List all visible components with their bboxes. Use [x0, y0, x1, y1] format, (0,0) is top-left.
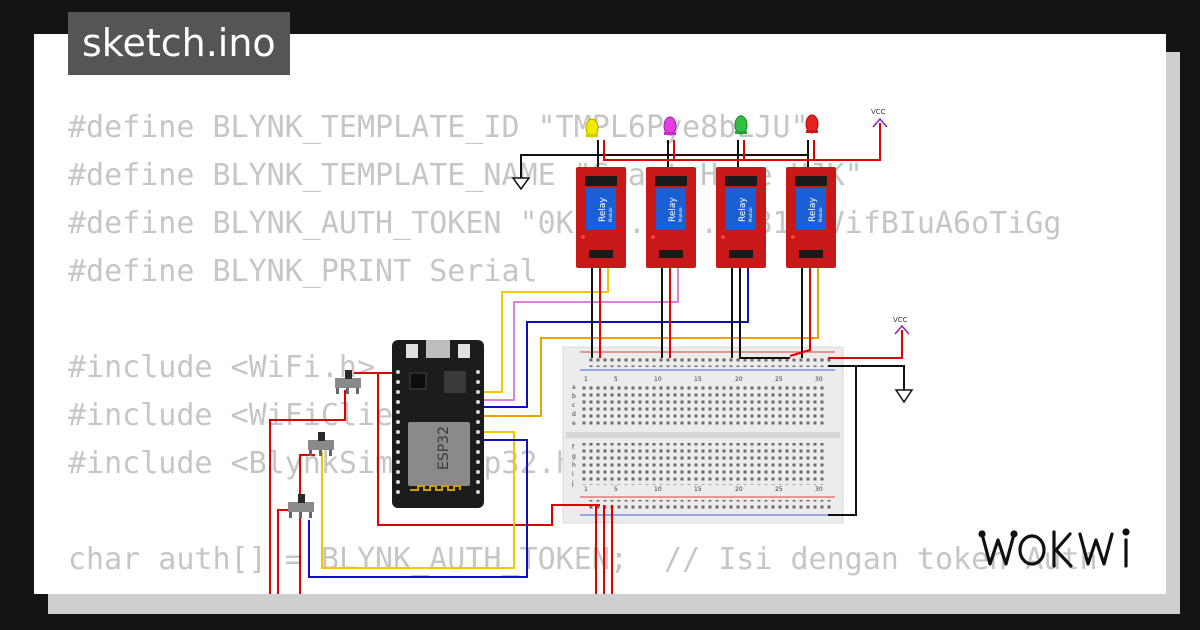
bb-row-j: j	[571, 480, 574, 487]
bb-row-a: a	[572, 384, 576, 391]
relay-module-2[interactable]: Relay Module	[646, 167, 696, 268]
relay-module-1[interactable]: Relay Module	[576, 167, 626, 268]
bb-col-5: 5	[614, 376, 618, 383]
bb-col-25: 25	[775, 376, 783, 383]
led-yellow[interactable]	[585, 118, 599, 138]
vcc-label-top: VCC	[871, 108, 886, 116]
breadboard[interactable]: 1 5 10 15 20 25 30 1 5 10 15 20 25 30 a …	[562, 346, 844, 524]
code-line: #define BLYNK_PRINT Serial	[68, 254, 538, 289]
ground-icon	[894, 389, 914, 404]
relay-sublabel: Module	[608, 207, 613, 222]
vcc-marker-top: VCC	[871, 108, 888, 128]
bb-col-30: 30	[815, 376, 823, 383]
bb-row-g: g	[572, 453, 576, 460]
bb-row-i: i	[572, 471, 574, 478]
relay-label: Relay	[668, 197, 678, 222]
relay-label: Relay	[598, 197, 608, 222]
led-red[interactable]	[805, 114, 819, 134]
ground-icon	[511, 177, 531, 191]
bb-col-1-bottom: 1	[584, 486, 588, 493]
bb-col-10: 10	[654, 376, 662, 383]
wokwi-logo	[978, 528, 1130, 568]
esp32-chip-label: ESP32	[436, 426, 452, 470]
wires	[269, 123, 905, 594]
bb-col-20: 20	[735, 376, 743, 383]
slide-switch-1[interactable]	[335, 370, 361, 394]
relay-sublabel: Module	[748, 207, 753, 222]
bb-row-b: b	[572, 393, 576, 400]
vcc-label-breadboard: VCC	[893, 316, 908, 324]
relay-module-4[interactable]: Relay Module	[786, 167, 836, 268]
led-green[interactable]	[734, 115, 748, 135]
bb-col-30-bottom: 30	[815, 486, 823, 493]
relay-label: Relay	[808, 197, 818, 222]
relay-label: Relay	[738, 197, 748, 222]
relay-sublabel: Module	[818, 207, 823, 222]
bb-row-e: e	[572, 420, 576, 427]
relay-sublabel: Module	[678, 207, 683, 222]
bb-row-h: h	[572, 462, 576, 469]
code-line: char ssid[] = "Wokwi-GUEST"; // Isi deng…	[68, 584, 1098, 594]
relay-module-3[interactable]: Relay Module	[716, 167, 766, 268]
bb-row-c: c	[572, 402, 575, 409]
bb-col-10-bottom: 10	[654, 486, 662, 493]
code-line: char auth[] = BLYNK_AUTH_TOKEN; // Isi d…	[68, 542, 1098, 577]
slide-switch-2[interactable]	[308, 432, 334, 456]
bb-row-d: d	[572, 411, 576, 418]
bb-col-15-bottom: 15	[694, 486, 702, 493]
bb-col-15: 15	[694, 376, 702, 383]
bb-col-25-bottom: 25	[775, 486, 783, 493]
file-title: sketch.ino	[68, 12, 290, 75]
vcc-marker-breadboard: VCC	[893, 316, 910, 335]
bb-col-5-bottom: 5	[614, 486, 618, 493]
bb-row-f: f	[572, 444, 575, 451]
esp32-board[interactable]: ESP32	[392, 340, 484, 508]
bb-col-20-bottom: 20	[735, 486, 743, 493]
bb-col-1: 1	[584, 376, 588, 383]
led-magenta[interactable]	[663, 116, 677, 136]
slide-switch-3[interactable]	[288, 494, 314, 518]
